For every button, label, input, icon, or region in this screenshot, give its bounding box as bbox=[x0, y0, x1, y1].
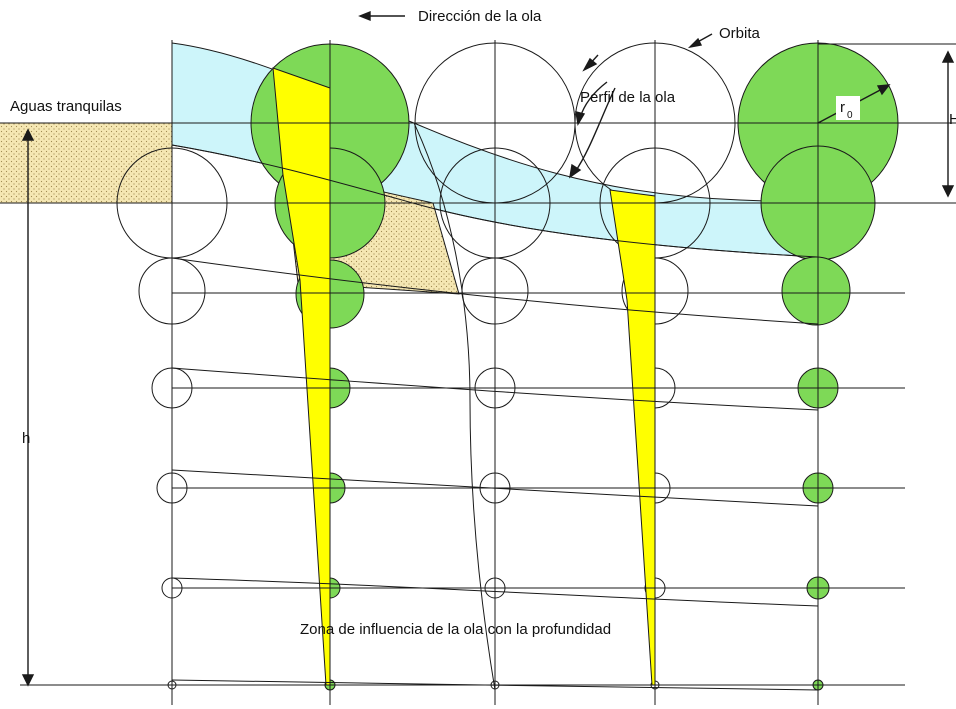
orbit-label: Orbita bbox=[719, 25, 761, 42]
still-water-label: Aguas tranquilas bbox=[10, 98, 122, 115]
radius-label: r bbox=[840, 99, 845, 116]
radius-label-box bbox=[836, 96, 860, 120]
depth-wave-lines bbox=[171, 122, 819, 691]
wave-profile-label: Perfil de la ola bbox=[580, 89, 676, 106]
annotation-arrows bbox=[21, 10, 955, 687]
wave-height-label: H bbox=[949, 111, 956, 128]
green-orbit bbox=[781, 256, 851, 326]
depth-label: h bbox=[22, 430, 30, 447]
influence-zone-label: Zona de influencia de la ola con la prof… bbox=[300, 621, 611, 638]
wave-direction-label: Dirección de la ola bbox=[418, 8, 542, 25]
green-orbits bbox=[250, 42, 899, 691]
vertical-lines bbox=[171, 40, 819, 705]
yellow-wedge-right bbox=[609, 189, 656, 686]
radius-subscript: 0 bbox=[847, 110, 853, 121]
